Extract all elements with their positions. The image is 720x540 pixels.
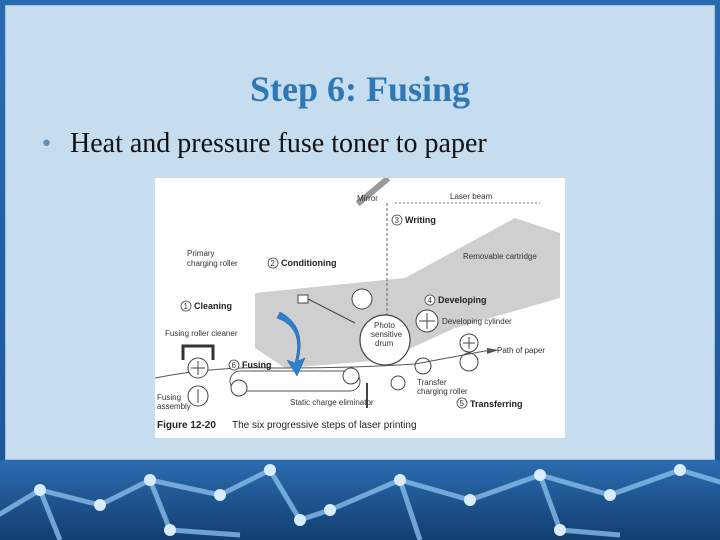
- photosensitive-drum: [359, 314, 411, 366]
- label-drum: drum: [375, 339, 394, 348]
- label-path-of-paper: Path of paper: [497, 346, 545, 355]
- step-number-5: 5: [456, 397, 468, 409]
- label-primary-2: charging roller: [187, 259, 238, 268]
- label-developing: Developing: [438, 295, 487, 305]
- primary-charging-roller: [351, 288, 373, 310]
- svg-text:5: 5: [460, 399, 465, 408]
- label-transfer-1: Transfer: [417, 378, 447, 387]
- mirror-shape: [355, 178, 391, 207]
- label-fusing: Fusing: [242, 360, 272, 370]
- svg-text:6: 6: [232, 361, 237, 370]
- fusing-roller-cleaner: [181, 344, 215, 360]
- step-number-4: 4: [424, 294, 436, 306]
- label-writing: Writing: [405, 215, 436, 225]
- laser-printing-diagram: 3 2 1 4 6 5 Mirror: [155, 178, 560, 431]
- label-photo: Photo: [374, 321, 395, 330]
- label-cleaning: Cleaning: [194, 301, 232, 311]
- label-fusing-roller-cleaner: Fusing roller cleaner: [165, 329, 238, 338]
- label-sensitive: sensitive: [371, 330, 403, 339]
- laser-printing-figure: 3 2 1 4 6 5 Mirror: [155, 178, 565, 438]
- step-number-6: 6: [228, 359, 240, 371]
- label-removable-cartridge: Removable cartridge: [463, 252, 537, 261]
- bullet-text: Heat and pressure fuse toner to paper: [70, 128, 487, 159]
- svg-text:3: 3: [395, 216, 400, 225]
- decorative-footer: [0, 460, 720, 540]
- svg-text:2: 2: [271, 259, 276, 268]
- figure-caption: The six progressive steps of laser print…: [232, 420, 417, 431]
- svg-text:1: 1: [184, 302, 189, 311]
- node-dots-icon: [34, 464, 686, 536]
- step-number-3: 3: [391, 214, 403, 226]
- label-fusing-assembly-1: Fusing: [157, 393, 181, 402]
- label-developing-cylinder: Developing cylinder: [442, 317, 512, 326]
- label-fusing-assembly-2: assembly: [157, 402, 191, 411]
- step-number-2: 2: [267, 257, 279, 269]
- feed-roller-bottom: [459, 352, 479, 372]
- cartridge-shape: [255, 218, 560, 368]
- label-static-charge-eliminator: Static charge eliminator: [290, 398, 374, 407]
- label-mirror: Mirror: [357, 194, 378, 203]
- conveyor-belt: [229, 370, 361, 392]
- bullet-icon: •: [40, 132, 53, 157]
- slide-title: Step 6: Fusing: [249, 69, 471, 109]
- fusing-arrow-icon: [276, 311, 306, 377]
- label-transferring: Transferring: [470, 399, 523, 409]
- transfer-charging-roller: [390, 375, 406, 391]
- label-primary-1: Primary: [187, 249, 215, 258]
- figure-number: Figure 12-20: [157, 420, 216, 431]
- step-number-1: 1: [180, 300, 192, 312]
- label-conditioning: Conditioning: [281, 258, 336, 268]
- label-transfer-2: charging roller: [417, 387, 468, 396]
- svg-text:4: 4: [428, 296, 433, 305]
- cleaning-blade: [297, 294, 309, 304]
- label-laser-beam: Laser beam: [450, 192, 493, 201]
